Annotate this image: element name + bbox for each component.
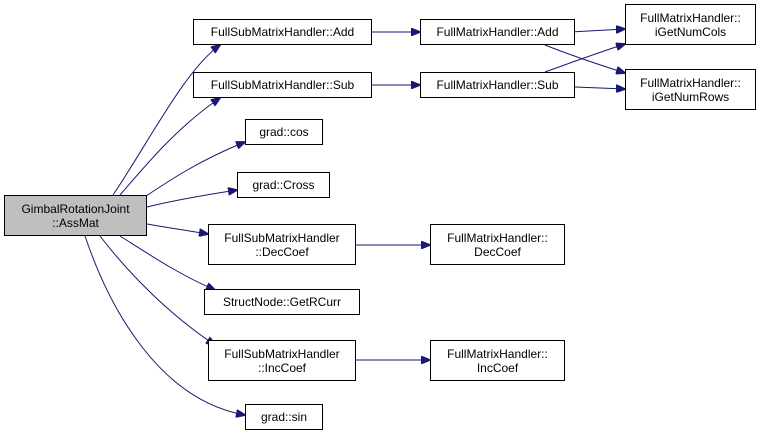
node-label: FullMatrixHandler:: [447, 230, 548, 245]
node-fullsubmatrix-add[interactable]: FullSubMatrixHandler::Add [193, 19, 372, 45]
node-label: GimbalRotationJoint [21, 201, 130, 216]
node-label: FullSubMatrixHandler::Sub [210, 78, 355, 92]
node-label: FullMatrixHandler:: [640, 75, 741, 90]
node-label: StructNode::GetRCurr [222, 295, 342, 309]
node-structnode-getrcurr[interactable]: StructNode::GetRCurr [204, 289, 360, 315]
node-label: FullMatrixHandler::Add [436, 25, 559, 39]
node-fullmatrix-deccoef[interactable]: FullMatrixHandler:: DecCoef [430, 224, 565, 265]
node-grad-cos[interactable]: grad::cos [245, 119, 323, 145]
node-label: FullMatrixHandler::Sub [436, 78, 559, 92]
node-label: FullSubMatrixHandler::Add [210, 25, 355, 39]
node-label: ::DecCoef [255, 244, 309, 259]
node-label: FullMatrixHandler:: [640, 10, 741, 25]
edge-fm-sub-to-fm-rows [574, 87, 625, 89]
node-fullsubmatrix-sub[interactable]: FullSubMatrixHandler::Sub [193, 72, 372, 98]
node-label: iGetNumCols [654, 24, 727, 39]
edge-fm-add-to-fm-cols [569, 29, 625, 32]
node-label: grad::Cross [252, 178, 315, 192]
node-fullmatrix-sub[interactable]: FullMatrixHandler::Sub [420, 72, 575, 98]
edge-root-to-fsm-add [112, 45, 220, 196]
node-fullmatrix-igetnumrows[interactable]: FullMatrixHandler:: iGetNumRows [625, 69, 756, 110]
node-fullmatrix-igetnumcols[interactable]: FullMatrixHandler:: iGetNumCols [625, 4, 756, 45]
edge-root-to-fsm-inc [99, 235, 215, 345]
node-fullsubmatrix-inccoef[interactable]: FullSubMatrixHandler ::IncCoef [208, 340, 356, 381]
node-label: ::AssMat [52, 215, 99, 230]
node-fullsubmatrix-deccoef[interactable]: FullSubMatrixHandler ::DecCoef [208, 224, 356, 265]
edge-root-to-grad-cos [139, 142, 245, 201]
node-label: FullSubMatrixHandler [224, 230, 340, 245]
edge-root-to-sn-getr [119, 235, 215, 290]
node-label: iGetNumRows [651, 89, 730, 104]
node-fullmatrix-inccoef[interactable]: FullMatrixHandler:: IncCoef [430, 340, 565, 381]
edge-root-to-fsm-dec [146, 223, 208, 234]
node-grad-sin[interactable]: grad::sin [245, 404, 323, 430]
edge-root-to-grad-sin [84, 235, 245, 415]
node-grad-cross[interactable]: grad::Cross [237, 172, 330, 198]
node-label: ::IncCoef [257, 360, 307, 375]
edge-root-to-grad-cross [146, 190, 237, 208]
node-fullmatrix-add[interactable]: FullMatrixHandler::Add [420, 19, 575, 45]
node-label: grad::cos [259, 125, 309, 139]
node-label: IncCoef [476, 360, 519, 375]
edge-fm-sub-to-fm-cols [544, 44, 625, 73]
node-label: DecCoef [474, 244, 521, 259]
node-label: FullMatrixHandler:: [447, 346, 548, 361]
node-label: grad::sin [260, 410, 308, 424]
edge-fm-add-to-fm-rows [544, 44, 625, 73]
node-label: FullSubMatrixHandler [224, 346, 340, 361]
node-gimbal-assmat: GimbalRotationJoint ::AssMat [4, 195, 147, 236]
edge-root-to-fsm-sub [119, 98, 220, 196]
